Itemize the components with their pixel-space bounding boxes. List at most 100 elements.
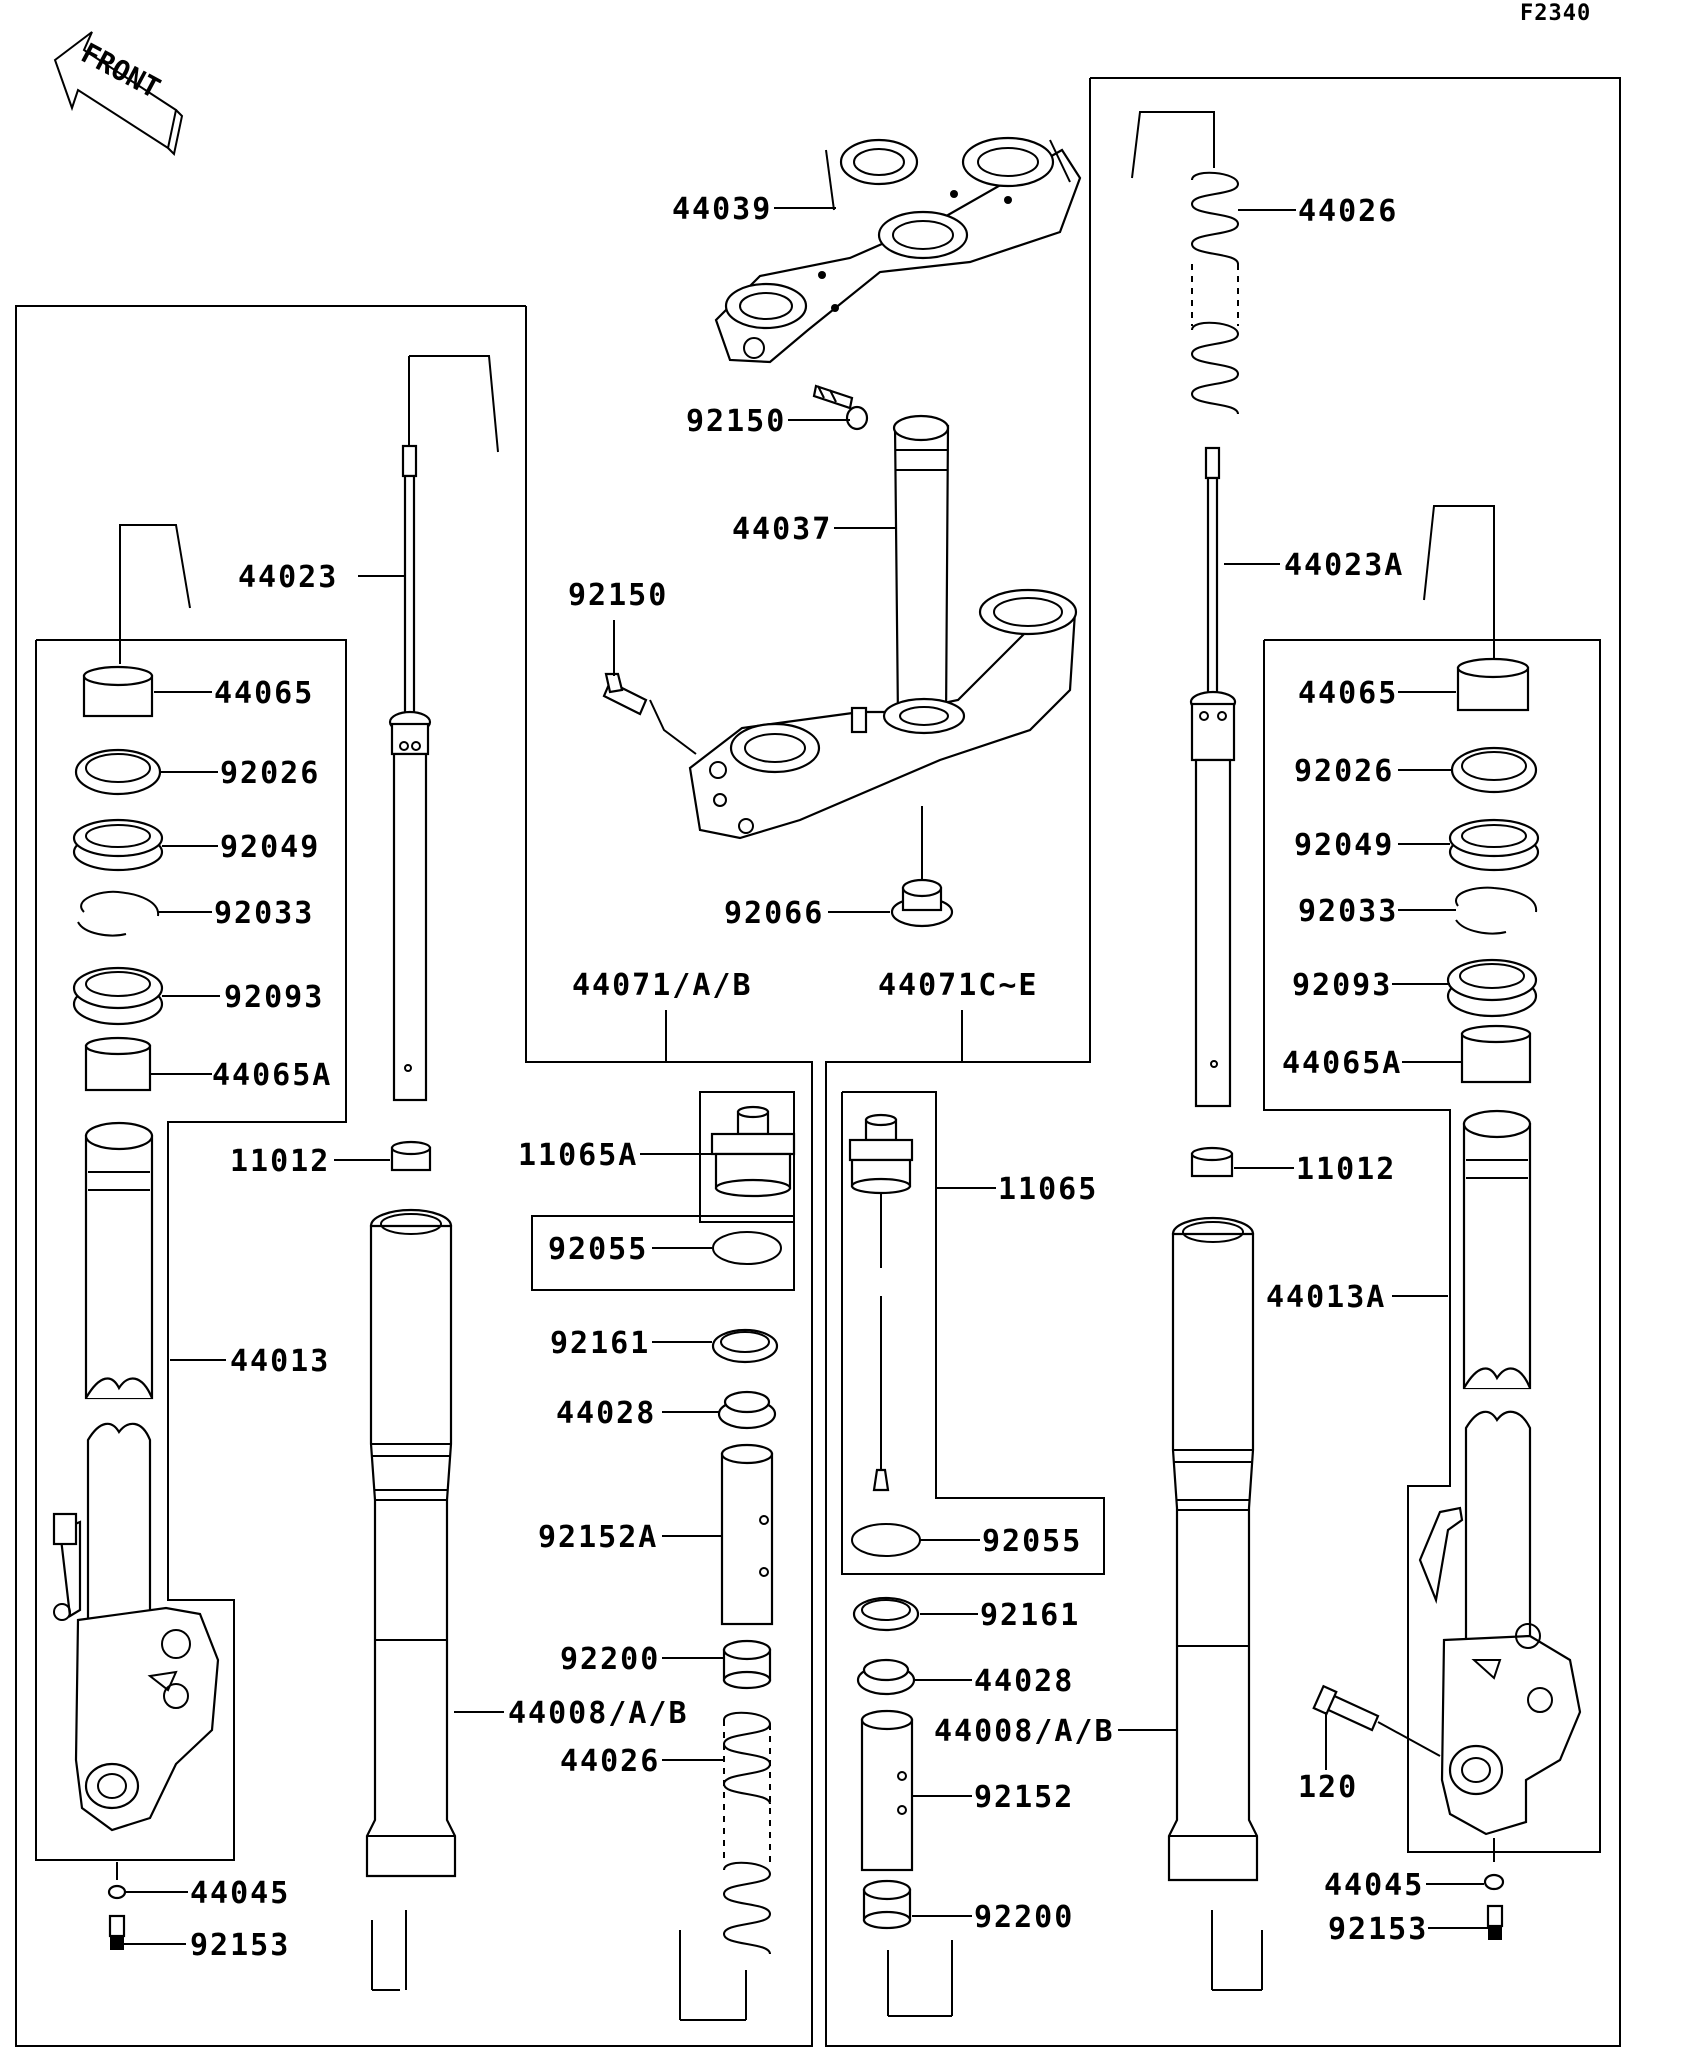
inner-tube-44013a-right (1418, 1109, 1582, 1836)
label-92093-right: 92093 (1292, 968, 1392, 1003)
damper-rod-44023a (1189, 446, 1237, 1108)
clamp-bolt-120 (1312, 1684, 1380, 1732)
label-92049-right: 92049 (1294, 828, 1394, 863)
right-seal-kit-box (1263, 639, 1601, 1853)
label-44045-right: 44045 (1324, 1868, 1424, 1903)
label-11065a: 11065A (518, 1138, 638, 1173)
label-92161-right: 92161 (980, 1598, 1080, 1633)
right-fork-assembly-box (825, 77, 1621, 2047)
spring-seat-92200-left (722, 1639, 772, 1690)
label-11012-left: 11012 (230, 1144, 330, 1179)
steering-stem-44037 (688, 414, 1078, 840)
label-44071-a-b: 44071/A/B (572, 968, 753, 1003)
label-92049-left: 92049 (220, 830, 320, 865)
label-44065a-left: 44065A (212, 1058, 332, 1093)
front-label: FRONT (76, 36, 166, 105)
label-44023: 44023 (238, 560, 338, 595)
label-92093-left: 92093 (224, 980, 324, 1015)
left-fork-assembly-box (15, 305, 813, 2047)
label-11065: 11065 (998, 1172, 1098, 1207)
washer-44045-left (107, 1884, 127, 1900)
bushing-44065-left (82, 665, 154, 718)
label-92200-right: 92200 (974, 1900, 1074, 1935)
label-92150-top: 92150 (686, 404, 786, 439)
part-labels: 44039 92150 44037 92150 92066 44071/A/B … (190, 192, 1428, 1963)
oil-seal-92049-right (1448, 818, 1540, 872)
cap-box-right (841, 1091, 1105, 1575)
label-92152a: 92152A (538, 1520, 658, 1555)
left-rod-bracket (409, 355, 499, 453)
label-44026-bottom: 44026 (560, 1744, 660, 1779)
washer-44045-right (1483, 1873, 1505, 1891)
bolt-92150-mid (602, 672, 648, 716)
label-44028-right: 44028 (974, 1664, 1074, 1699)
cap-box-left-b (531, 1215, 795, 1291)
bolt-92153-right (1486, 1904, 1504, 1940)
label-92026-right: 92026 (1294, 754, 1394, 789)
label-92161-left: 92161 (550, 1326, 650, 1361)
bushing-44065a-left (84, 1036, 152, 1092)
label-44023a: 44023A (1284, 548, 1404, 583)
collar-11012-right (1190, 1146, 1234, 1178)
dust-seal-92093-left (72, 966, 164, 1026)
label-44039: 44039 (672, 192, 772, 227)
label-44045-left: 44045 (190, 1876, 290, 1911)
left-seal-kit-box (35, 639, 347, 1861)
top-clamp-44039 (714, 136, 1082, 364)
label-11012-right: 11012 (1296, 1152, 1396, 1187)
collar-92152 (860, 1709, 914, 1872)
snap-ring-92033-right (1455, 886, 1538, 935)
label-44008-right: 44008/A/B (934, 1714, 1115, 1749)
spacer-44028-right (856, 1658, 916, 1696)
label-92153-left: 92153 (190, 1928, 290, 1963)
bolt-92153-left (108, 1914, 126, 1950)
collar-11012-left (390, 1140, 432, 1172)
outer-tube-44008-right (1167, 1216, 1263, 1991)
label-92033-left: 92033 (214, 896, 314, 931)
bushing-44065a-right (1460, 1024, 1532, 1084)
washer-92026-left (74, 748, 162, 796)
washer-92161-left (711, 1328, 779, 1364)
oil-seal-92049-left (72, 818, 164, 872)
bolt-92150-top (812, 384, 869, 431)
inner-tube-44013-left (52, 1121, 220, 1832)
label-92152: 92152 (974, 1780, 1074, 1815)
left-seal-bracket (119, 524, 191, 664)
washer-92161-right (852, 1596, 920, 1632)
label-44065a-right: 44065A (1282, 1046, 1402, 1081)
label-44028-left: 44028 (556, 1396, 656, 1431)
washer-92026-right (1450, 746, 1538, 794)
outer-tube-44008-left (365, 1208, 457, 1991)
right-seal-bracket (1423, 505, 1495, 666)
stem-nut-92066 (890, 878, 954, 928)
label-44013a: 44013A (1266, 1280, 1386, 1315)
spring-seat-92200-right (862, 1879, 953, 2017)
label-92200-left: 92200 (560, 1642, 660, 1677)
cap-box-left-a (699, 1091, 795, 1223)
front-direction-arrow: FRONT (53, 31, 184, 157)
label-92150-mid: 92150 (568, 578, 668, 613)
spring-44026-bottom (679, 1711, 772, 2021)
damper-rod-44023 (388, 444, 432, 1102)
dust-seal-92093-right (1446, 958, 1538, 1018)
o-ring-92055-left (712, 1231, 782, 1265)
label-44026-top: 44026 (1298, 194, 1398, 229)
spring-44026-top (1131, 111, 1240, 415)
cap-bolt-11065a (710, 1105, 796, 1198)
label-92026-left: 92026 (220, 756, 320, 791)
snap-ring-92033-left (77, 890, 160, 937)
label-92153-right: 92153 (1328, 1912, 1428, 1947)
label-44013: 44013 (230, 1344, 330, 1379)
figure-code: F2340 (1520, 1, 1591, 26)
label-92066: 92066 (724, 896, 824, 931)
bushing-44065-right (1456, 657, 1530, 712)
leader-lines (124, 207, 1488, 1945)
label-92033-right: 92033 (1298, 894, 1398, 929)
label-44037: 44037 (732, 512, 832, 547)
label-44008-left: 44008/A/B (508, 1696, 689, 1731)
label-44071c-e: 44071C~E (878, 968, 1039, 1003)
collar-92152a (720, 1443, 774, 1626)
label-92055-right: 92055 (982, 1524, 1082, 1559)
label-120: 120 (1298, 1770, 1358, 1805)
